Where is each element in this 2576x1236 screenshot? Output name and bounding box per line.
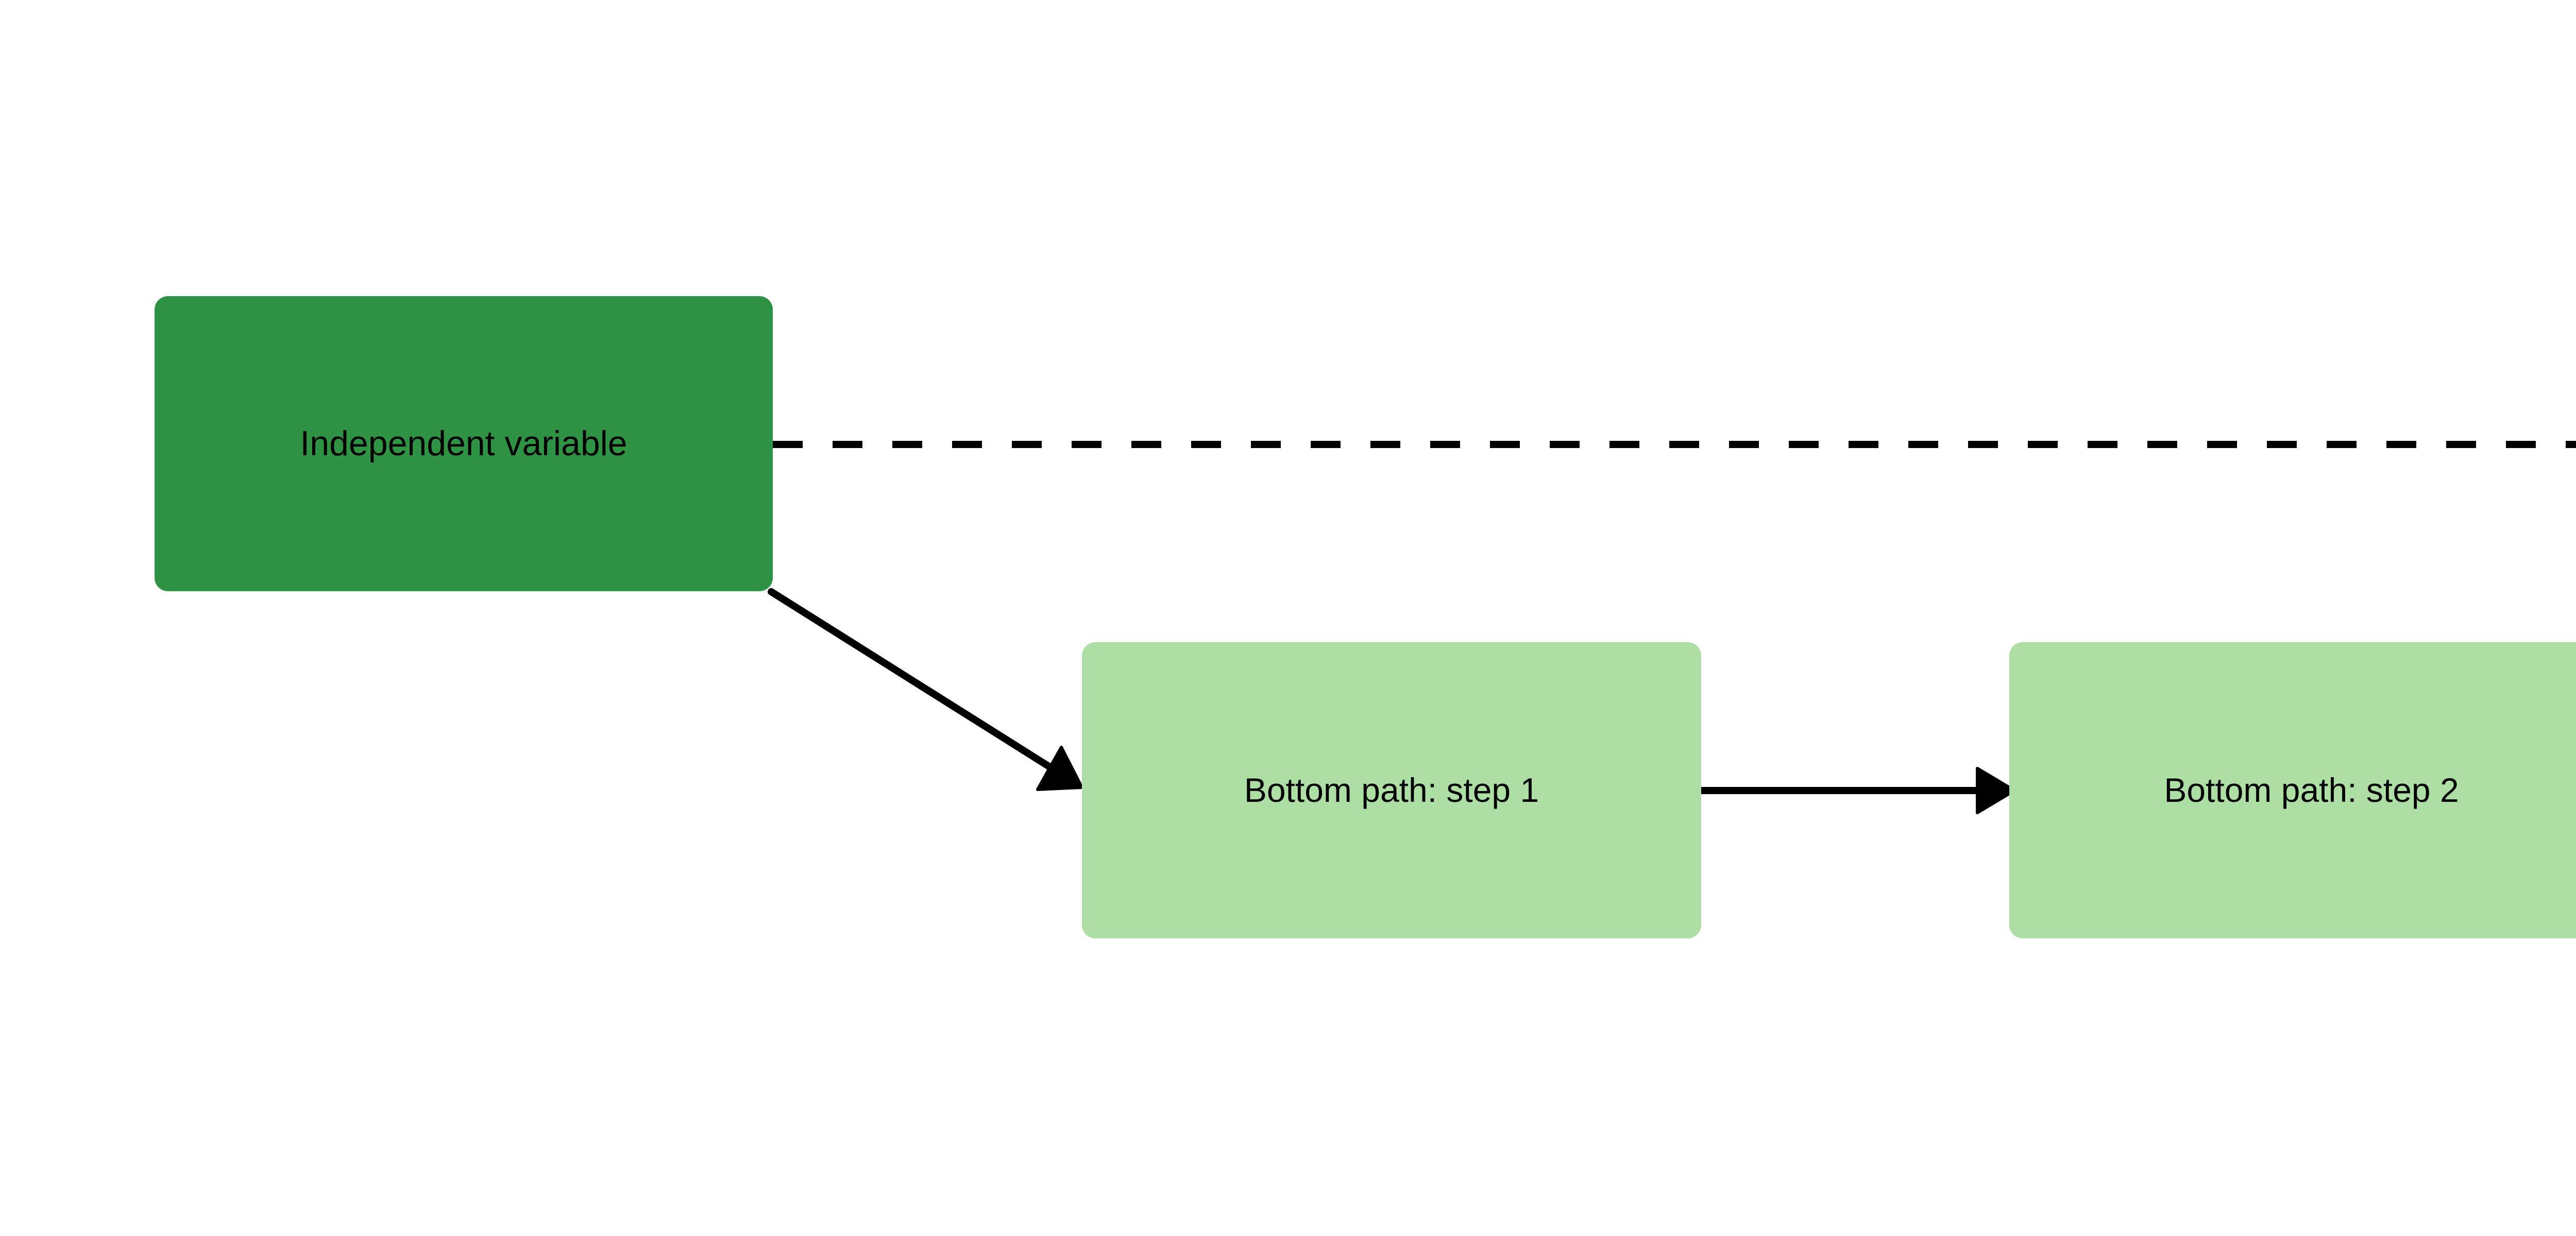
edge-step1-to-step2 — [1698, 767, 2016, 814]
edge-line-solid — [768, 588, 1056, 772]
node-label: Bottom path: step 1 — [1244, 771, 1539, 810]
edge-independent-to-dependent — [773, 441, 2576, 448]
node-independent-variable[interactable]: Independent variable — [155, 296, 773, 591]
node-bottom-path-step-1[interactable]: Bottom path: step 1 — [1082, 642, 1701, 938]
edge-independent-to-step1 — [768, 588, 1083, 791]
node-label: Bottom path: step 2 — [2164, 771, 2459, 810]
arrowhead-icon — [1036, 746, 1083, 791]
node-label: Independent variable — [300, 424, 628, 464]
node-bottom-path-step-2[interactable]: Bottom path: step 2 — [2009, 642, 2576, 938]
